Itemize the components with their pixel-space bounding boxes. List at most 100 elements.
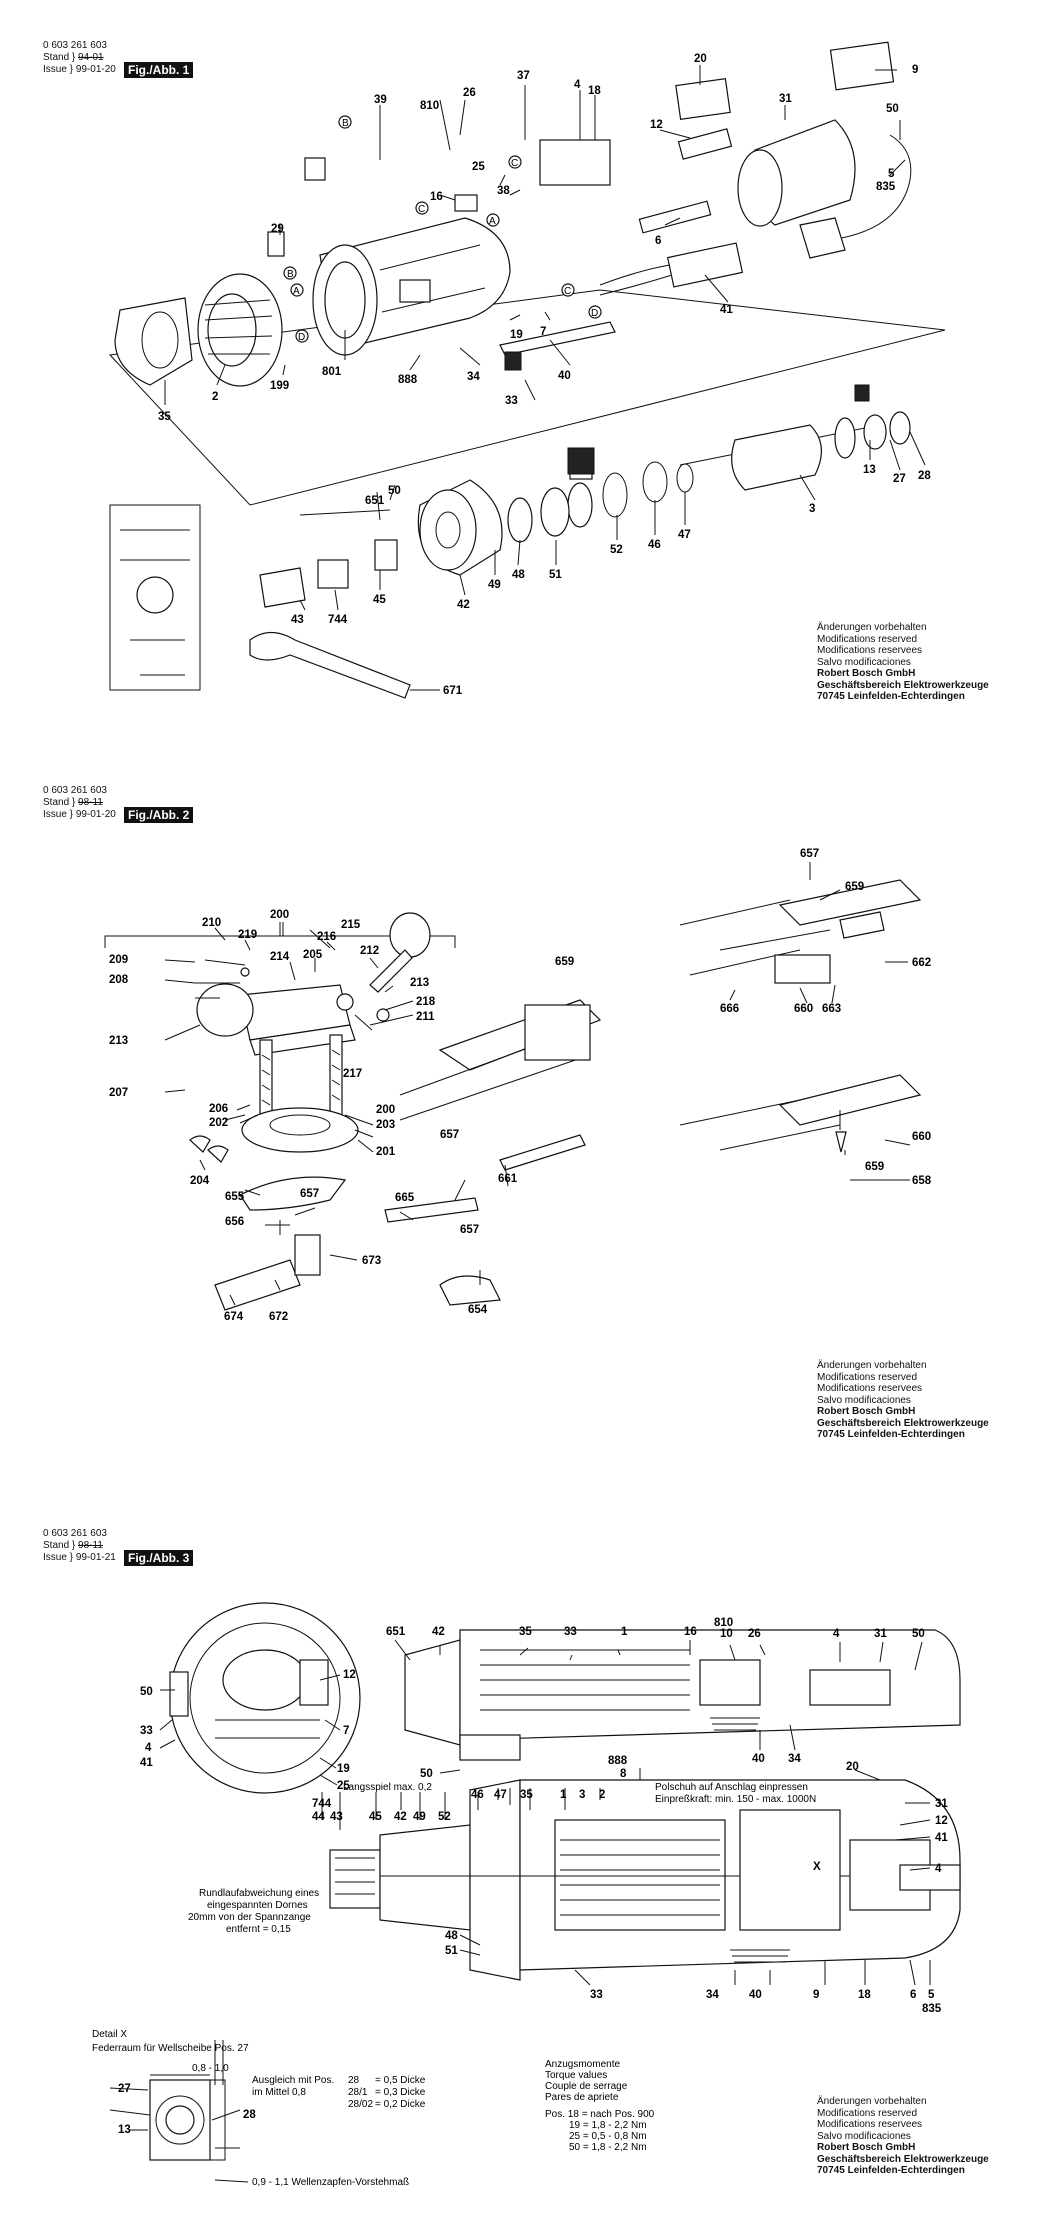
detail-x <box>149 2040 226 2161</box>
axial-play-note: Langsspiel max. 0,2 <box>343 1782 432 1793</box>
torque-pos-18: Pos. 18 = nach Pos. 900 <box>545 2109 655 2120</box>
part-212: 212 <box>360 945 379 957</box>
part-216: 216 <box>317 931 336 943</box>
torque-pos-19: 19 = 1,8 - 2,2 Nm <box>569 2120 647 2131</box>
collet-parts <box>259 509 398 608</box>
bearing-housing <box>417 479 503 576</box>
part-45: 45 <box>369 1811 382 1823</box>
doc-number: 0 603 261 603 <box>43 40 107 51</box>
issue-line: Issue } 99-01-20 <box>43 64 116 75</box>
guide-right-bottom <box>679 1074 922 1153</box>
part-663: 663 <box>822 1003 841 1015</box>
wiring-schematic <box>109 504 201 691</box>
clip-16 <box>454 194 478 212</box>
part-19: 19 <box>337 1763 350 1775</box>
part-205: 205 <box>303 949 323 961</box>
part-200b: 200 <box>376 1104 395 1116</box>
part-46: 46 <box>471 1789 484 1801</box>
part-662: 662 <box>912 957 931 969</box>
end-view <box>169 1602 361 1794</box>
detail-title: Detail X <box>92 2029 127 2040</box>
part-651: 651 <box>386 1626 406 1638</box>
part-20: 20 <box>694 53 707 65</box>
part-31b: 31 <box>935 1798 948 1810</box>
part-810: 810 <box>420 100 439 112</box>
part-41b: 41 <box>935 1832 948 1844</box>
part-16: 16 <box>430 191 443 203</box>
old-date: 98-11 <box>78 797 103 808</box>
part-25: 25 <box>472 161 485 173</box>
guide-right-top <box>679 879 922 984</box>
part-199: 199 <box>270 380 289 392</box>
part-201: 201 <box>376 1146 396 1158</box>
plunge-base <box>239 984 359 1153</box>
press-note-2: Einpreßkraft: min. 150 - max. 1000N <box>655 1794 816 1805</box>
part-12: 12 <box>343 1669 356 1681</box>
part-42: 42 <box>432 1626 445 1638</box>
part-659b: 659 <box>845 881 864 893</box>
detail-dimension: 0,8 - 1,0 <box>192 2063 229 2074</box>
switch <box>539 139 611 186</box>
part-48: 48 <box>512 569 525 581</box>
small-part-810 <box>304 157 326 181</box>
part-33: 33 <box>505 395 518 407</box>
part-28: 28 <box>918 470 931 482</box>
part-656: 656 <box>225 1216 244 1228</box>
part-40b: 40 <box>749 1989 762 2001</box>
part-13: 13 <box>863 464 876 476</box>
part-50b: 50 <box>140 1686 153 1698</box>
part-18: 18 <box>858 1989 871 2001</box>
part-200: 200 <box>270 909 289 921</box>
part-26: 26 <box>463 87 476 99</box>
shaft-preset-note: 0,9 - 1,1 Wellenzapfen-Vorstehmaß <box>252 2177 409 2188</box>
part-48: 48 <box>445 1930 458 1942</box>
old-date: 94-01 <box>78 52 104 63</box>
shim-28-02: 28/02 <box>348 2099 373 2110</box>
part-44: 44 <box>312 1811 325 1823</box>
part-654: 654 <box>468 1304 488 1316</box>
part-672: 672 <box>269 1311 288 1323</box>
part-35: 35 <box>158 411 171 423</box>
callout-a2: A <box>489 216 496 227</box>
part-661: 661 <box>498 1173 518 1185</box>
stator <box>197 273 283 387</box>
part-50c: 50 <box>420 1768 433 1780</box>
part-9: 9 <box>912 64 918 76</box>
part-41: 41 <box>140 1757 153 1769</box>
extraction-adapter <box>294 1234 321 1276</box>
part-213-left: 213 <box>109 1035 128 1047</box>
issue-line: Issue } 99-01-21 <box>43 1552 116 1563</box>
notes-block: Änderungen vorbehalten Modifications res… <box>817 2096 989 2176</box>
part-744: 744 <box>312 1798 332 1810</box>
part-12: 12 <box>650 119 663 131</box>
part-10: 10 <box>720 1628 733 1640</box>
issue-date: 99-01-20 <box>75 64 116 75</box>
compensation-note-2: im Mittel 0,8 <box>252 2087 306 2098</box>
carbon-brush <box>638 200 712 234</box>
part-744: 744 <box>328 614 348 626</box>
runout-note-2: eingespannten Dornes <box>207 1900 308 1911</box>
part-4b: 4 <box>145 1742 152 1754</box>
old-date: 98-11 <box>78 1540 103 1551</box>
part-52: 52 <box>610 544 623 556</box>
shim-28: 28 <box>348 2075 360 2086</box>
part-211: 211 <box>416 1011 435 1023</box>
part-206: 206 <box>209 1103 228 1115</box>
part-45: 45 <box>373 594 386 606</box>
callout-a: A <box>293 286 300 297</box>
part-1: 1 <box>621 1626 628 1638</box>
callout-c: C <box>511 158 518 169</box>
part-657d: 657 <box>800 848 819 860</box>
part-27: 27 <box>893 473 906 485</box>
part-218: 218 <box>416 996 436 1008</box>
part-42: 42 <box>457 599 470 611</box>
issue-line: Issue } 99-01-20 <box>43 809 116 820</box>
slide-button <box>504 351 522 371</box>
motor-housing <box>312 217 511 356</box>
torque-title-de: Anzugsmomente <box>545 2059 620 2070</box>
part-801: 801 <box>322 366 342 378</box>
shim-28-1: 28/1 <box>348 2087 368 2098</box>
part-19: 19 <box>510 329 523 341</box>
part-660a: 660 <box>794 1003 813 1015</box>
press-note-1: Polschuh auf Anschlag einpressen <box>655 1782 808 1793</box>
